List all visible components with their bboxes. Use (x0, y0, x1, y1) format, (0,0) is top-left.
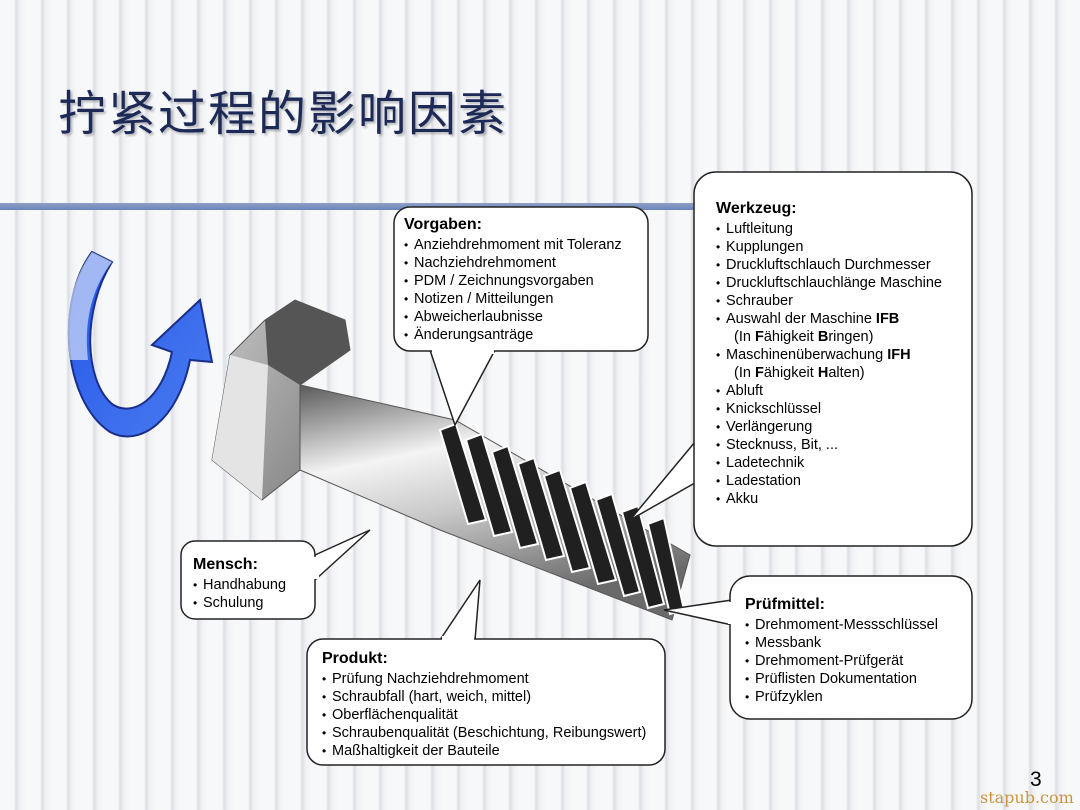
list-item: Handhabung (193, 576, 286, 594)
pruefmittel-heading: Prüfmittel: (745, 596, 825, 613)
list-item: Abluft (716, 382, 942, 400)
werkzeug-heading: Werkzeug: (716, 200, 797, 217)
page-number: 3 (1030, 768, 1042, 791)
vorgaben-callout: Vorgaben: Anziehdrehmoment mit Toleranz … (404, 216, 622, 344)
list-item: Notizen / Mitteilungen (404, 290, 622, 308)
list-item: Stecknuss, Bit, ... (716, 436, 942, 454)
mensch-heading: Mensch: (193, 556, 258, 573)
list-item: Auswahl der Maschine IFB (716, 310, 942, 328)
list-item: PDM / Zeichnungsvorgaben (404, 272, 622, 290)
list-item: Kupplungen (716, 238, 942, 256)
pruefmittel-pointer (663, 599, 733, 626)
list-item: Prüfung Nachziehdrehmoment (322, 670, 646, 688)
bolt-icon (211, 299, 691, 621)
list-item: Schulung (193, 594, 286, 612)
werkzeug-callout: Werkzeug: Luftleitung Kupplungen Drucklu… (716, 200, 942, 508)
rotation-arrow-icon (67, 250, 214, 438)
list-item: Abweicherlaubnisse (404, 308, 622, 326)
slide-title: 拧紧过程的影响因素 (58, 86, 509, 142)
list-item: Knickschlüssel (716, 400, 942, 418)
pruefmittel-callout: Prüfmittel: Drehmoment-Messschlüssel Mes… (745, 596, 938, 706)
mensch-callout: Mensch: Handhabung Schulung (193, 556, 286, 612)
list-item: Schraubenqualität (Beschichtung, Reibung… (322, 724, 646, 742)
list-item: Drehmoment-Prüfgerät (745, 652, 938, 670)
list-item: Nachziehdrehmoment (404, 254, 622, 272)
list-item: Oberflächenqualität (322, 706, 646, 724)
list-item: Messbank (745, 634, 938, 652)
list-item: Änderungsanträge (404, 326, 622, 344)
list-item: Ladetechnik (716, 454, 942, 472)
list-item: Druckluftschlauch Durchmesser (716, 256, 942, 274)
list-item: Prüflisten Dokumentation (745, 670, 938, 688)
vorgaben-pointer (429, 349, 496, 427)
list-item-note: (In Fähigkeit Bringen) (734, 329, 874, 345)
produkt-callout: Produkt: Prüfung Nachziehdrehmoment Schr… (322, 650, 646, 760)
mensch-pointer (314, 529, 371, 581)
list-item: Schrauber (716, 292, 942, 310)
list-item: Maßhaltigkeit der Bauteile (322, 742, 646, 760)
list-item: Verlängerung (716, 418, 942, 436)
list-item: Druckluftschlauchlänge Maschine (716, 274, 942, 292)
list-item: Prüfzyklen (745, 688, 938, 706)
list-item: Maschinenüberwachung IFH (716, 346, 942, 364)
produkt-pointer (439, 579, 481, 641)
list-item: Luftleitung (716, 220, 942, 238)
watermark: stapub.com (980, 788, 1074, 807)
list-item: Akku (716, 490, 942, 508)
list-item-note: (In Fähigkeit Halten) (734, 365, 865, 381)
list-item: Anziehdrehmoment mit Toleranz (404, 236, 622, 254)
vorgaben-heading: Vorgaben: (404, 216, 482, 233)
list-item: Schraubfall (hart, weich, mittel) (322, 688, 646, 706)
produkt-heading: Produkt: (322, 650, 388, 667)
list-item: Drehmoment-Messschlüssel (745, 616, 938, 634)
list-item: Ladestation (716, 472, 942, 490)
